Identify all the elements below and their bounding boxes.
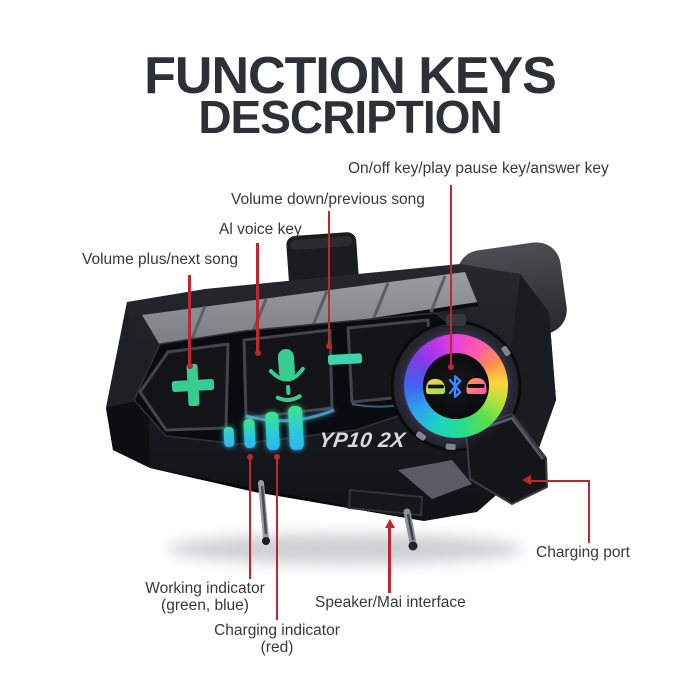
callout-line-ai-voice	[256, 243, 259, 352]
label-power-key: On/off key/play pause key/answer key	[348, 160, 609, 177]
label-charging-indicator: Charging indicator (red)	[197, 622, 357, 656]
label-volume-down: Volume down/previous song	[231, 191, 425, 208]
minus-icon	[327, 353, 363, 365]
led-indicator-bars	[223, 405, 304, 451]
callout-line-volume-down	[327, 211, 331, 345]
callout-line-charging-port-h	[530, 479, 590, 482]
helmet-left-icon	[425, 378, 445, 394]
power-button	[423, 353, 489, 419]
callout-arrow-speaker	[384, 519, 395, 528]
helmet-right-icon	[466, 378, 486, 394]
callout-dot-volume-down	[326, 343, 332, 349]
callout-line-working	[248, 457, 252, 579]
callout-dot-volume-plus	[186, 363, 193, 369]
callout-line-power	[449, 185, 452, 367]
callout-line-volume-plus	[188, 275, 191, 365]
label-working-indicator-line2: (green, blue)	[161, 597, 249, 614]
callout-dot-power	[448, 364, 454, 370]
bluetooth-icon	[448, 374, 461, 398]
brand-logo: YP10 2X	[317, 429, 408, 452]
speaker-mic-pins	[258, 480, 424, 551]
ground-shadow	[167, 534, 523, 564]
page-subtitle: DESCRIPTION	[198, 91, 502, 143]
body-facet	[106, 302, 148, 408]
label-working-indicator-line1: Working indicator	[145, 580, 265, 597]
callout-line-charging-indicator	[275, 457, 279, 620]
plus-icon	[171, 363, 215, 407]
body-facet	[106, 398, 150, 468]
page-title: FUNCTION KEYS	[144, 47, 557, 105]
label-speaker-interface: Speaker/Mai interface	[315, 594, 466, 611]
label-charging-indicator-line1: Charging indicator	[214, 622, 340, 639]
label-working-indicator: Working indicator (green, blue)	[125, 580, 285, 614]
label-volume-plus: Volume plus/next song	[82, 251, 238, 268]
body-facet	[504, 274, 556, 462]
callout-line-speaker	[388, 527, 391, 593]
callout-line-charging-port-v	[587, 479, 590, 543]
callout-arrow-charging-port	[522, 475, 531, 485]
volume-plus-key	[138, 342, 230, 432]
ai-voice-key	[242, 328, 334, 420]
label-charging-port: Charging port	[536, 544, 630, 561]
microphone-icon	[268, 349, 305, 402]
callout-dot-ai-voice	[254, 350, 261, 356]
label-ai-voice: Al voice key	[219, 221, 302, 238]
label-charging-indicator-line2: (red)	[260, 639, 294, 656]
